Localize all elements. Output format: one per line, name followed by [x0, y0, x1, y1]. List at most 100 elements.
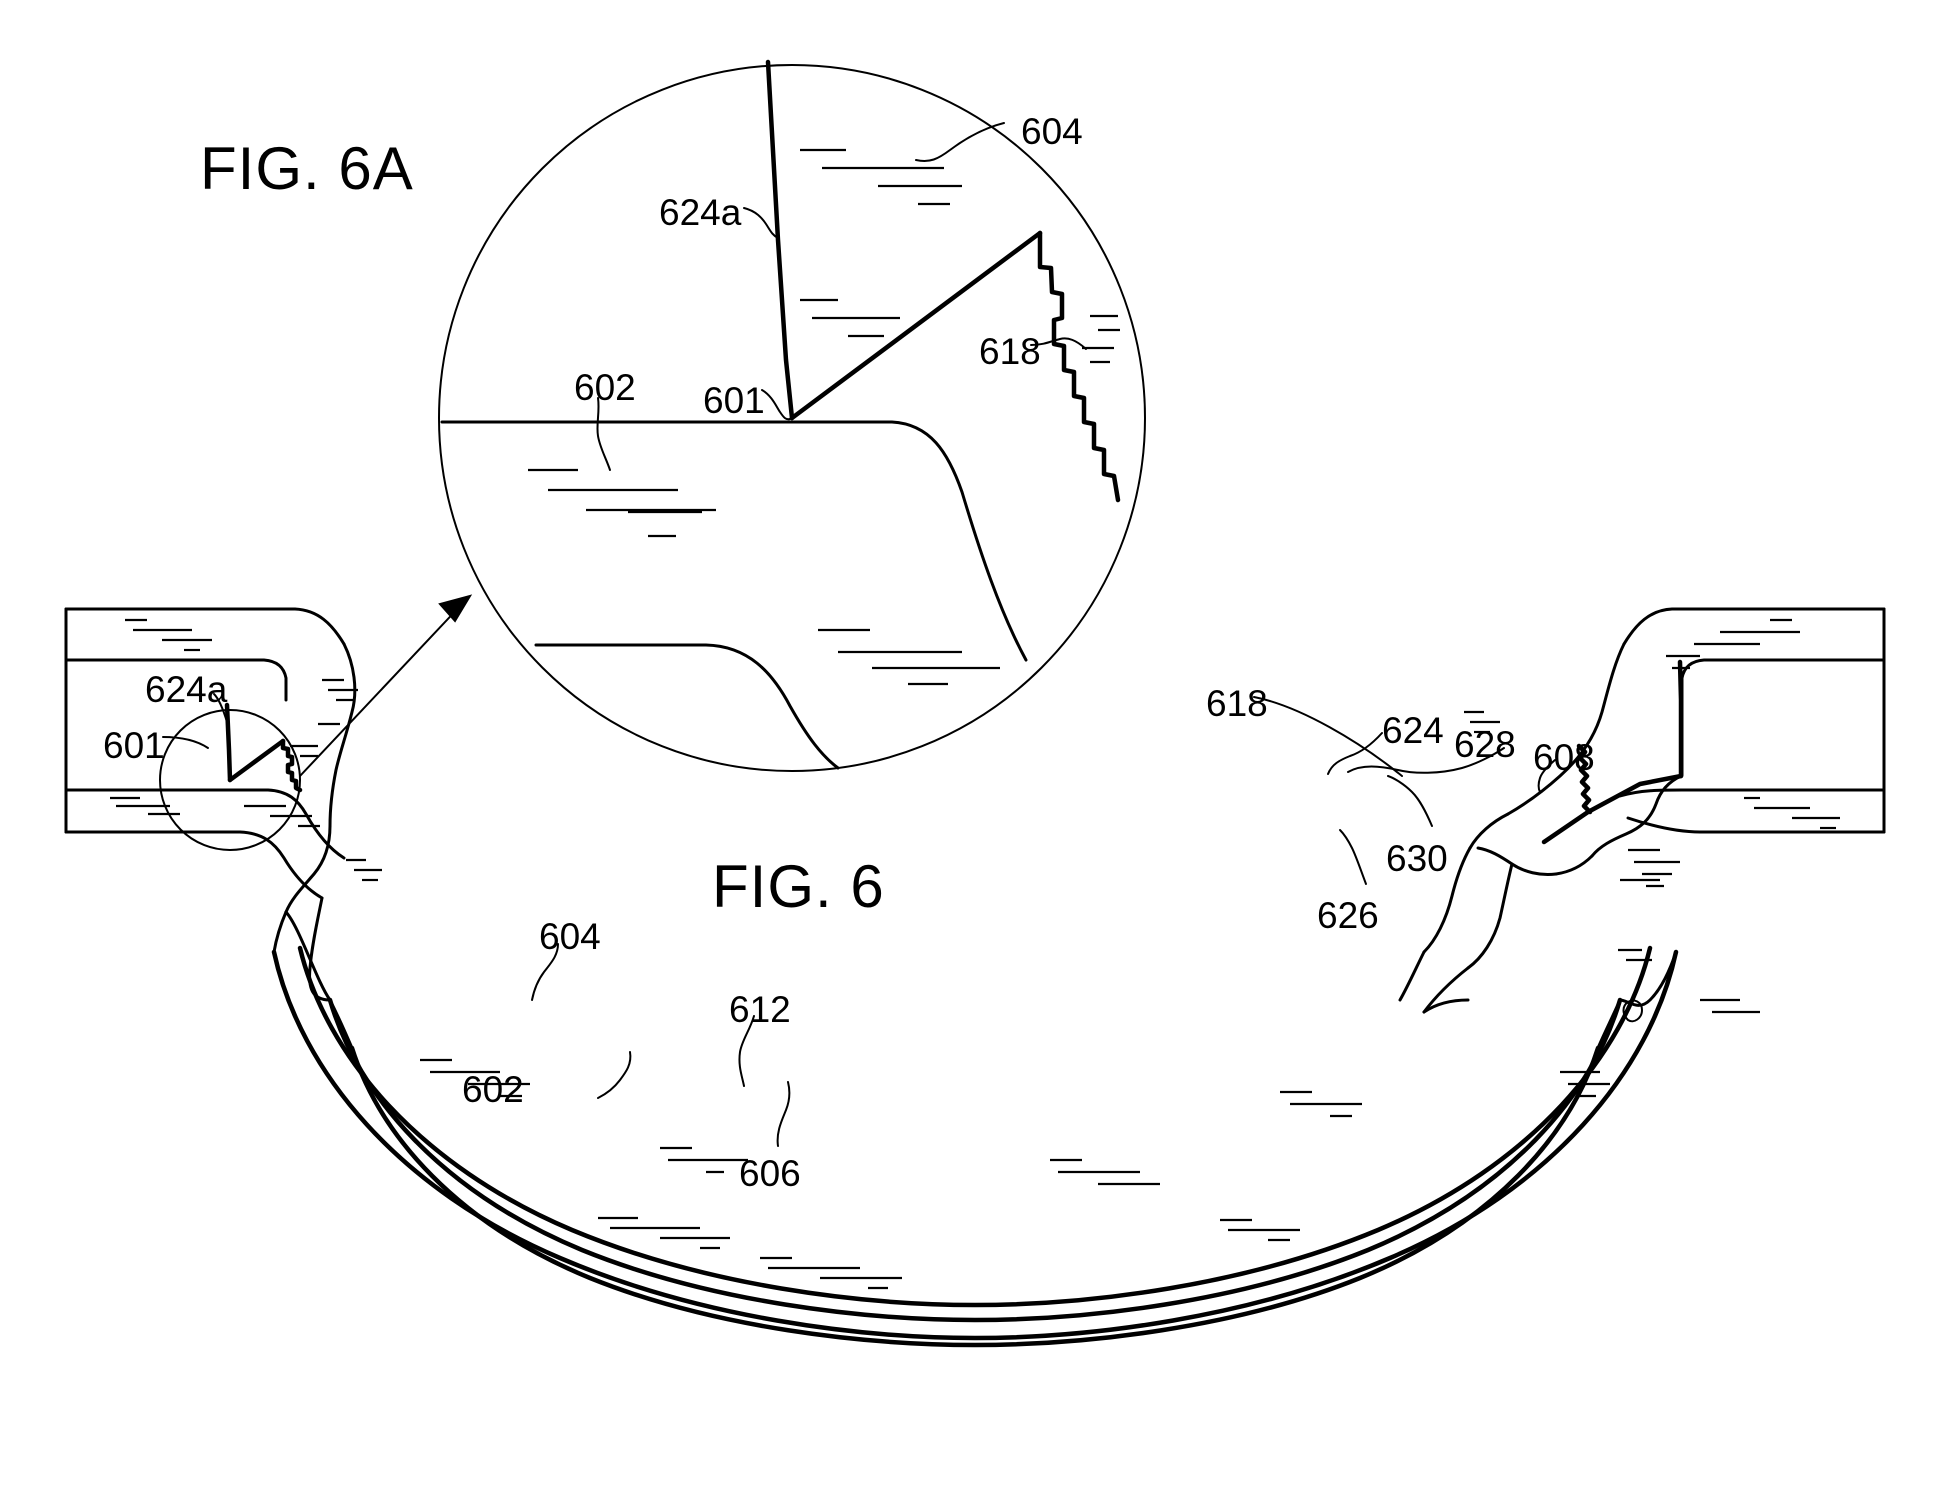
- fig6-ref-624: 624: [1382, 710, 1444, 751]
- fig6a-leader-601: [761, 389, 791, 421]
- fig6-hatching-right-arc: [1700, 998, 1760, 1014]
- fig6a-wedge-upper-edge: [789, 230, 1043, 421]
- fig6-small-loop-626: [1622, 999, 1643, 1023]
- fig6-right-inner-diagonal: [1541, 773, 1684, 845]
- fig6-main-group: [64, 607, 1886, 1348]
- fig6-leader-628: [1347, 747, 1505, 774]
- fig6-hatching-left-detail: [244, 744, 320, 828]
- fig6-leader-608: [1537, 759, 1556, 793]
- fig6-hatching-right-fillet: [1464, 710, 1610, 1098]
- fig6a-detail-group: [438, 59, 1146, 772]
- fig6-hatching-arc-604: [420, 1058, 1362, 1186]
- fig-6-title: FIG. 6: [712, 853, 885, 920]
- fig6-hatching-left-upper-web: [318, 678, 358, 726]
- fig6-ply-line-624: [1677, 659, 1684, 779]
- fig6a-layer-602-upper-edge: [440, 420, 1028, 662]
- fig6-left-outer-skin: [328, 642, 357, 828]
- fig6-right-outer-skin-b: [1468, 812, 1510, 850]
- fig6-noodle-630-lower: [1554, 854, 1594, 876]
- fig6-leader-618: [1253, 696, 1403, 777]
- fig6-detail-circle-601: [159, 709, 301, 851]
- fig6-left-connector-a: [284, 910, 332, 1002]
- fig6a-ply-line-624a: [765, 59, 795, 421]
- fig6-leader-630: [1387, 775, 1433, 827]
- fig6a-leader-624a: [743, 207, 779, 239]
- fig6-right-outer-skin: [1506, 642, 1626, 816]
- fig6-hatching-right-upper: [1618, 878, 1660, 962]
- fig6a-detail-circle-outline: [438, 64, 1146, 772]
- fig6a-ref-604: 604: [1021, 111, 1083, 152]
- fig6-left-lower-bar-bottom: [64, 830, 324, 900]
- fig6a-hatching-lower: [528, 468, 1000, 686]
- fig6-fillet-626-a: [1476, 846, 1558, 876]
- fig6-right-connector-e: [1422, 998, 1470, 1014]
- fig6a-hatching-wedge: [1082, 314, 1120, 364]
- fig6-right-connector-a: [1398, 950, 1426, 1002]
- fig6-ref-618: 618: [1206, 683, 1268, 724]
- fig6-ref-604: 604: [539, 916, 601, 957]
- fig6-arc-boundary-612-lower: [327, 997, 1623, 1323]
- fig6-left-stepped-edge: [280, 738, 303, 793]
- fig6-arc-boundary-612-upper: [297, 945, 1653, 1308]
- fig6-ref-602: 602: [462, 1069, 524, 1110]
- fig6-ply-line-624a: [224, 702, 233, 783]
- fig6-left-lower-bar-top: [64, 788, 346, 860]
- fig6-right-outer-skin-c: [1422, 846, 1472, 954]
- fig6-left-outer-skin-b: [284, 824, 332, 914]
- fig6a-leader-602: [596, 397, 611, 471]
- fig6-ref-626: 626: [1317, 895, 1379, 936]
- fig6-hatching-right-lower-bar: [1744, 796, 1840, 830]
- fig6-leader-626: [1339, 829, 1367, 885]
- fig6-left-inner-to-arc: [308, 896, 332, 1002]
- fig6-leader-606: [776, 1081, 791, 1147]
- fig6-ref-630: 630: [1386, 838, 1448, 879]
- fig6-leader-602: [597, 1051, 632, 1099]
- fig6-left-outer-skin-c: [272, 910, 288, 954]
- fig6a-stepped-edge-618: [1037, 230, 1121, 503]
- fig6a-ref-618: 618: [979, 331, 1041, 372]
- fig6-right-lower-bar-bottom: [1626, 816, 1886, 834]
- fig6-outer-arc-604: [271, 949, 1679, 1341]
- fig6-leader-612: [738, 1015, 755, 1087]
- fig6-right-flange-top-edge: [1622, 607, 1886, 646]
- fig6-hatching-left-lower-bar: [110, 796, 180, 816]
- fig6-hatching-left-flange: [125, 618, 212, 652]
- fig6a-ref-601: 601: [703, 380, 765, 421]
- fig-6a-title: FIG. 6A: [200, 135, 414, 202]
- fig6-fillet-626-c: [1422, 966, 1470, 1014]
- fig6a-leader-604: [915, 122, 1005, 162]
- fig6a-hatching-upper: [800, 148, 962, 338]
- fig6-ref-601: 601: [103, 725, 165, 766]
- fig6-ref-624a: 624a: [145, 669, 228, 710]
- fig6-hatching-right-flange: [1666, 618, 1800, 670]
- fig6-arc-606: [349, 1045, 1601, 1348]
- fig6-leader-604: [531, 943, 559, 1001]
- fig6a-layer-lower-edge: [534, 643, 840, 770]
- fig6-noodle-630-upper: [1590, 774, 1683, 858]
- fig6a-leader-618: [1030, 337, 1087, 350]
- fig6-left-wedge-edge: [227, 738, 286, 783]
- fig6-leader-601: [162, 736, 209, 749]
- fig6-hatching-arc-612: [598, 1216, 1300, 1290]
- detail-pointer-shaft: [299, 603, 463, 777]
- fig6a-ref-602: 602: [574, 367, 636, 408]
- fig6-ref-606: 606: [739, 1153, 801, 1194]
- fig6a-ref-624a: 624a: [659, 192, 742, 233]
- fig6-left-flange-inner-edge: [64, 658, 288, 702]
- fig6-right-connector-b: [1630, 946, 1652, 1002]
- detail-pointer-head: [438, 594, 473, 623]
- fig6-right-connector-c: [1596, 998, 1622, 1050]
- fig6-right-flange-inner-edge: [1680, 658, 1886, 777]
- fig6-left-flange-top-edge: [64, 607, 346, 646]
- fig6-leader-624: [1327, 732, 1383, 775]
- detail-pointer-arrow: [299, 594, 473, 777]
- fig6-leader-624a: [213, 693, 228, 723]
- fig6-ref-612: 612: [729, 989, 791, 1030]
- fig6-hatching-right-neck: [1628, 848, 1680, 888]
- fig6-ref-608: 608: [1533, 737, 1595, 778]
- fig6-fillet-626-b: [1466, 862, 1514, 970]
- fig6-left-connector-b: [328, 998, 354, 1050]
- fig6-stepped-edge-618: [1576, 743, 1593, 815]
